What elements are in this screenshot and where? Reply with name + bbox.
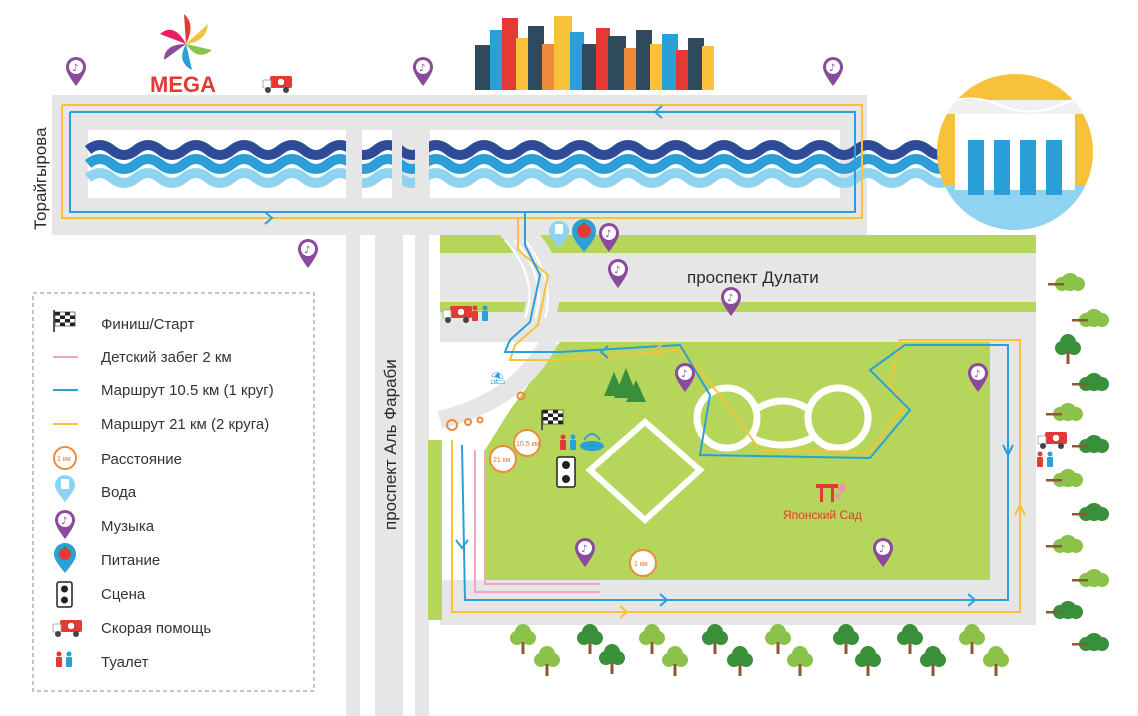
water-station-icon[interactable] [549,221,569,248]
legend-water-label: Вода [101,484,137,501]
legend-route10-label: Маршрут 10.5 км (1 круг) [101,382,274,399]
city-skyline [475,16,714,90]
finish-start-flag-icon[interactable] [541,409,564,430]
music-pin-icon[interactable] [66,57,86,86]
music-pin-icon[interactable] [298,239,318,268]
legend-food-label: Питание [101,552,160,569]
svg-text:10.5 км: 10.5 км [516,441,540,448]
road-label-dulati: проспект Дулати [687,268,819,287]
legend-food-icon [54,543,76,573]
legend-kids-label: Детский забег 2 км [101,349,232,366]
route-21km [61,104,1021,613]
music-pin-icon[interactable] [823,57,843,86]
ambulance-icon[interactable] [1037,431,1068,450]
distance-dots [446,391,526,431]
legend-toilet-label: Туалет [101,654,149,671]
trees-right [1046,273,1109,651]
legend: Финиш/Старт Детский забег 2 км Маршрут 1… [32,292,315,692]
stage-icon[interactable] [556,456,576,488]
distance-marker-10-5km: 10.5 км [513,429,541,457]
route-arrows [264,105,1026,619]
trees-bottom [510,624,1009,676]
music-pin-icon[interactable] [413,57,433,86]
svg-text:⛱: ⛱ [490,371,505,385]
legend-route21-label: Маршрут 21 км (2 круга) [101,416,269,433]
route-10km [69,111,1009,601]
toilet-icon[interactable] [1037,451,1053,468]
svg-text:21 км: 21 км [493,457,511,464]
legend-ambulance-label: Скорая помощь [101,620,211,637]
svg-text:1 км: 1 км [57,456,71,463]
mega-logo: MEGA [150,14,216,97]
dam-illustration [937,74,1093,230]
river [84,128,980,200]
svg-text:1 км: 1 км [634,561,648,568]
fir-trees [604,368,646,402]
legend-distance-icon: 1 км [53,446,77,470]
road-label-alfarabi: проспект Аль Фараби [381,359,400,530]
japanese-garden-icon [816,484,846,502]
legend-stage-icon [56,581,73,608]
mega-text: MEGA [150,72,216,97]
distance-marker-1km: 1 км [629,549,657,577]
route-kids [474,450,600,593]
legend-music-label: Музыка [101,518,155,535]
pool-icon: ⛱ [490,371,505,385]
distance-marker-21km: 21 км [489,445,517,473]
legend-finish-icon [53,310,76,332]
legend-stage-label: Сцена [101,586,146,603]
japanese-garden-label: Японский Сад [783,508,862,522]
legend-distance-label: Расстояние [101,451,182,468]
legend-finish-label: Финиш/Старт [101,316,195,333]
road-label-toraigyrov: Торайгырова [31,127,50,230]
ambulance-icon[interactable] [262,75,293,94]
food-station-icon[interactable] [572,219,596,252]
fountain-icon [580,433,604,451]
legend-water-icon [55,475,75,502]
